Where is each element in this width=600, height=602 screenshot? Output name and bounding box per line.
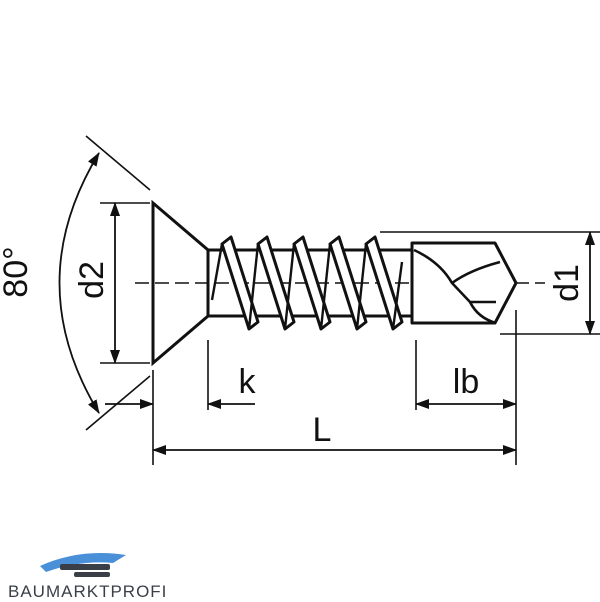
drill-tip <box>410 241 518 325</box>
extension-lines <box>85 135 600 465</box>
angle-dimension-arc <box>58 152 100 414</box>
brand-logo-icon <box>40 553 126 577</box>
lb-label: lb <box>453 363 479 401</box>
l-label: L <box>313 411 332 449</box>
thread-crests <box>220 235 404 331</box>
d2-label: d2 <box>73 261 111 299</box>
d1-label: d1 <box>548 264 586 302</box>
thread-back-lines <box>210 243 404 330</box>
drill-flute <box>413 248 501 325</box>
angle-label: 80° <box>0 246 35 297</box>
brand-name: BAUMARKTPROFI <box>8 582 168 601</box>
k-label: k <box>239 363 257 401</box>
